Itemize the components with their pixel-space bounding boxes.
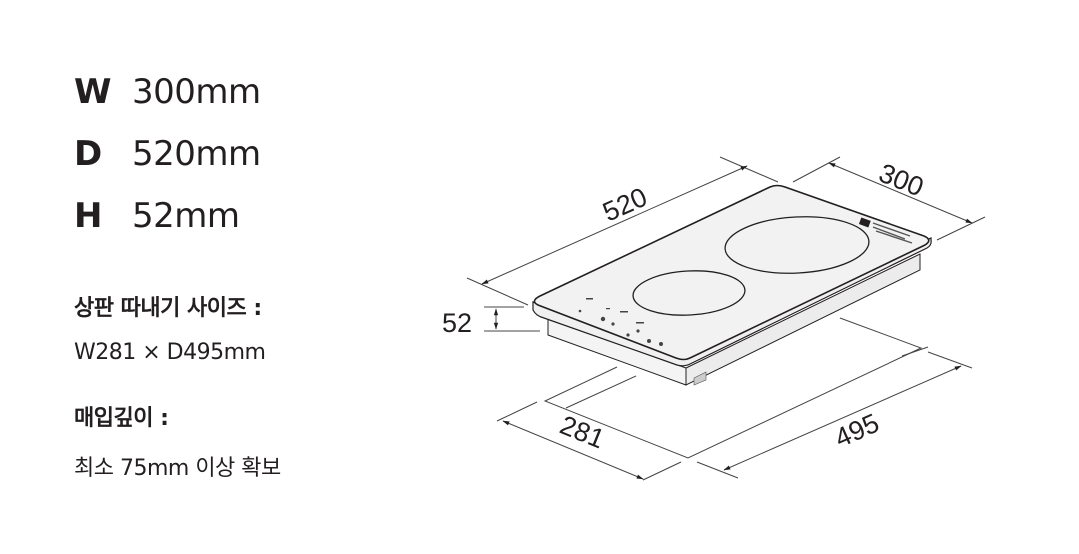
dimension-width-300 xyxy=(792,156,986,241)
dimension-label-cutout-depth: 495 xyxy=(830,408,883,454)
dimension-label-height: 52 xyxy=(442,308,472,338)
spec-value: 300mm xyxy=(132,72,261,112)
dimension-label-depth: 520 xyxy=(598,182,651,228)
control-panel xyxy=(578,298,663,346)
spec-width: W 300mm xyxy=(74,72,261,112)
depth-label: 매입깊이 : xyxy=(74,406,169,431)
dimension-label-width: 300 xyxy=(875,158,928,203)
cooktop-illustration xyxy=(532,184,932,386)
dimension-cutout-depth-495 xyxy=(696,351,973,479)
cutout-outline xyxy=(543,317,929,459)
spec-key: W xyxy=(74,72,112,112)
spec-depth: D 520mm xyxy=(74,134,261,174)
dimension-height-52 xyxy=(484,306,540,332)
spec-key: H xyxy=(74,196,103,236)
spec-value: 52mm xyxy=(132,196,240,236)
spec-height: H 52mm xyxy=(74,196,240,236)
dimension-depth-520 xyxy=(466,156,779,306)
dimension-cutout-width-281 xyxy=(496,401,682,481)
cutout-label: 상판 따내기 사이즈 : xyxy=(74,296,262,321)
depth-value: 최소 75mm 이상 확보 xyxy=(74,456,281,481)
spec-key: D xyxy=(74,134,103,174)
dimension-label-cutout-width: 281 xyxy=(556,410,609,455)
spec-value: 520mm xyxy=(132,134,261,174)
cutout-value: W281 × D495mm xyxy=(74,340,266,365)
